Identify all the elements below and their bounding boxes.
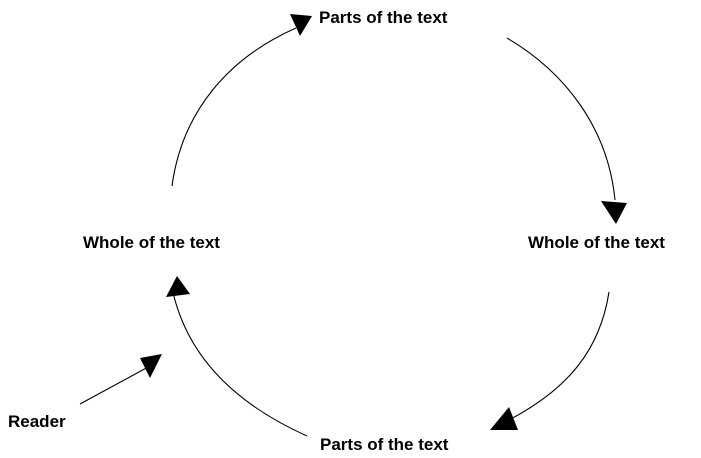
arrowhead-left (166, 276, 190, 297)
label-top-parts: Parts of the text (319, 8, 448, 27)
arc-left-to-top (171, 27, 297, 187)
reader-arrow-line (79, 365, 151, 405)
arrowhead-reader (140, 354, 162, 378)
label-left-whole: Whole of the text (83, 233, 220, 252)
arrowhead-bottom (490, 407, 518, 430)
arc-bottom-to-left (171, 287, 308, 437)
arc-top-to-right (506, 37, 616, 201)
arc-right-to-bottom (504, 291, 610, 423)
arrowhead-right (601, 201, 627, 224)
label-right-whole: Whole of the text (528, 233, 665, 252)
label-bottom-parts: Parts of the text (320, 435, 449, 454)
label-reader: Reader (8, 412, 66, 431)
arrowhead-top (290, 14, 312, 36)
